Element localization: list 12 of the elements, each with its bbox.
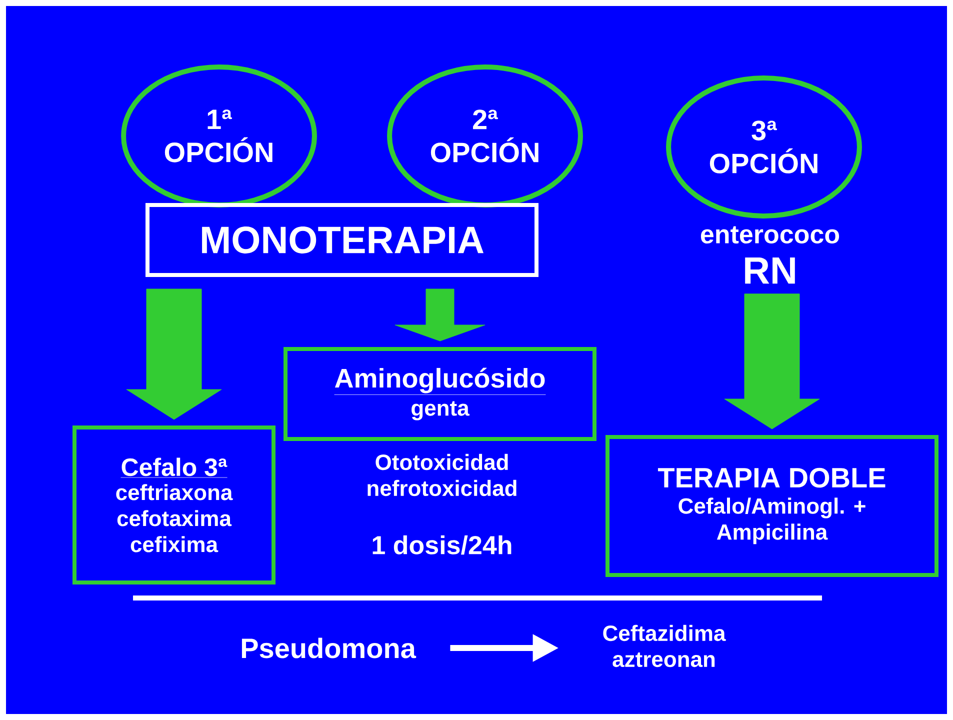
drug-box: Aminoglucósido genta [284,347,596,441]
block-arrow [724,294,820,430]
organism-text: Pseudomona [242,638,416,658]
therapy-box: TERAPIA DOBLE Cefalo/Aminogl. + Ampicilina [606,435,938,577]
drug-text: Ceftazidima aztreonan [603,624,726,668]
note-text: Ototoxicidad nefrotoxicidad [368,454,516,496]
block-arrow [126,288,222,420]
drug-box: Cefalo 3ª ceftriaxona cefotaxima cefixima [72,426,276,584]
note-text: 1 dosis/24h [372,535,512,555]
therapy-box: MONOTERAPIA [146,203,538,277]
block-arrow [394,288,486,342]
condition-text: enterococo RN [700,226,840,284]
